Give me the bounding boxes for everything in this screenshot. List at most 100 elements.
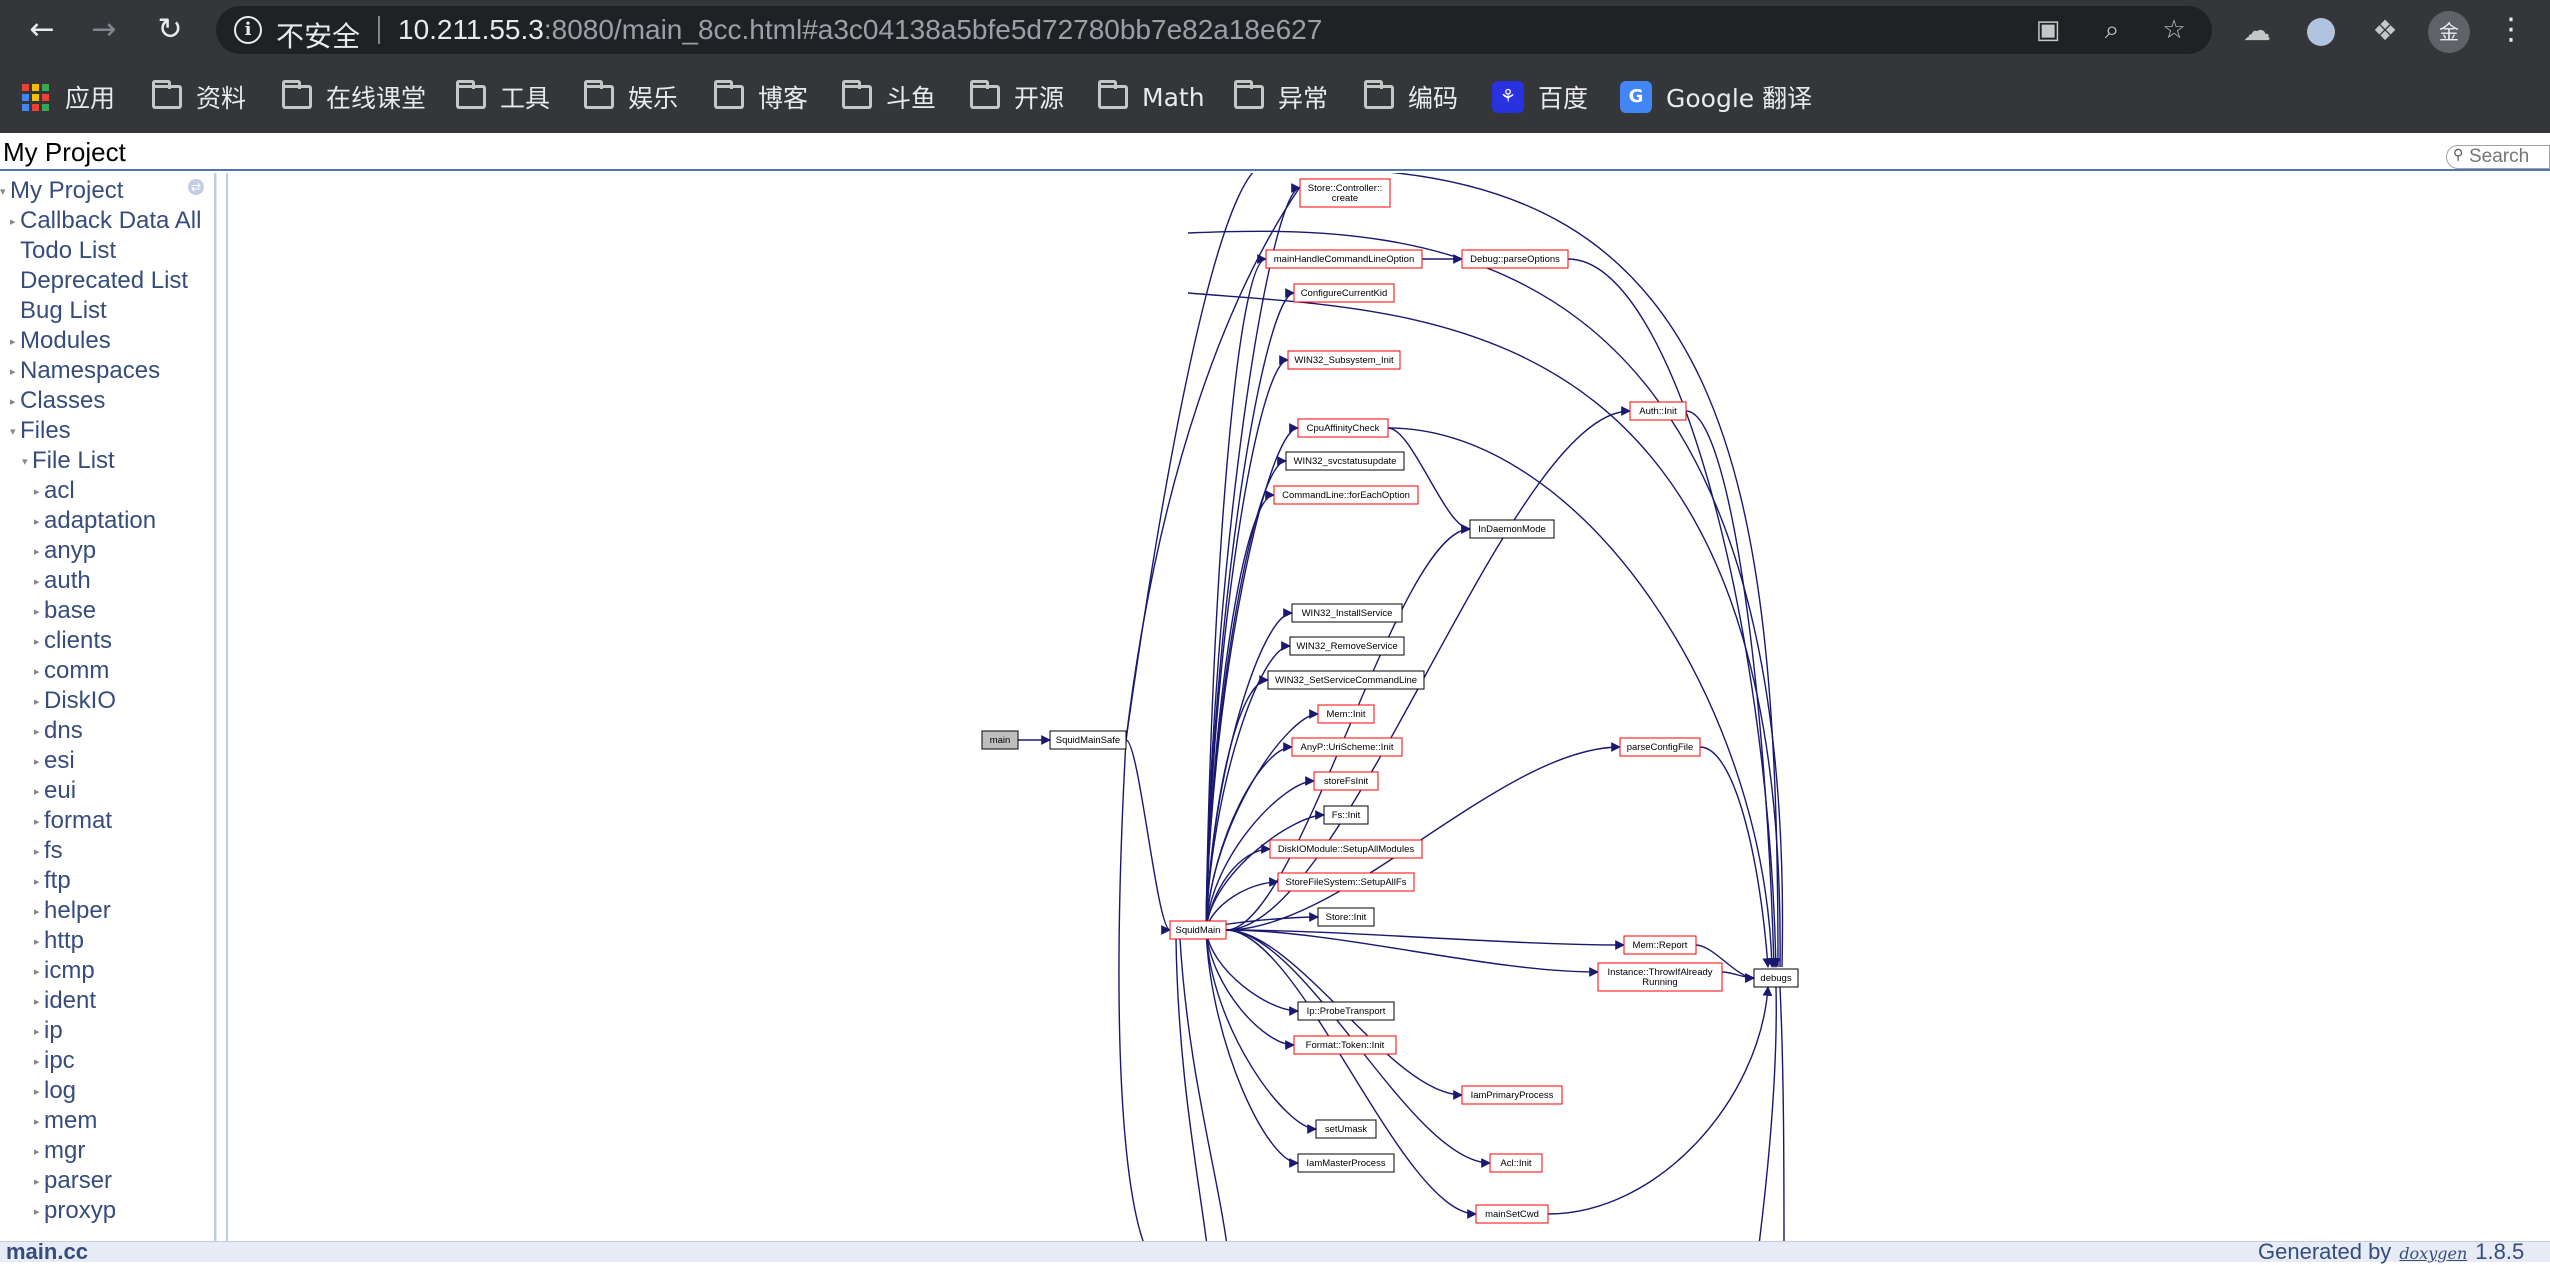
- star-icon[interactable]: ☆: [2162, 15, 2186, 45]
- translate-icon[interactable]: ▣: [2035, 15, 2061, 45]
- nav-tree-item[interactable]: ▸Modules: [10, 327, 111, 355]
- bookmark-4[interactable]: 娱乐: [584, 75, 678, 119]
- collapsed-arrow-icon[interactable]: ▸: [34, 996, 40, 1009]
- graph-node[interactable]: IamPrimaryProcess: [1461, 1085, 1563, 1105]
- zoom-icon[interactable]: ⌕: [2104, 15, 2120, 45]
- url-text[interactable]: 10.211.55.3:8080/main_8cc.html#a3c04138a…: [398, 14, 1322, 46]
- bookmark-1[interactable]: 资料: [152, 75, 246, 119]
- graph-node[interactable]: mainHandleCommandLineOption: [1265, 249, 1423, 269]
- bookmark-7[interactable]: 开源: [970, 75, 1064, 119]
- bookmark-6[interactable]: 斗鱼: [842, 75, 936, 119]
- address-bar[interactable]: i 不安全 10.211.55.3:8080/main_8cc.html#a3c…: [216, 6, 2212, 54]
- collapsed-arrow-icon[interactable]: ▸: [34, 1086, 40, 1099]
- nav-tree-item[interactable]: ▸format: [34, 807, 112, 835]
- collapsed-arrow-icon[interactable]: ▸: [34, 576, 40, 589]
- graph-node[interactable]: AnyP::UriScheme::Init: [1291, 737, 1403, 757]
- collapsed-arrow-icon[interactable]: ▸: [34, 876, 40, 889]
- bookmark-3[interactable]: 工具: [456, 75, 550, 119]
- collapsed-arrow-icon[interactable]: ▸: [34, 666, 40, 679]
- nav-tree-item[interactable]: ▸base: [34, 597, 96, 625]
- nav-tree-item[interactable]: ▸mgr: [34, 1137, 85, 1165]
- nav-tree-item[interactable]: ▾File List: [22, 447, 115, 475]
- nav-tree-item[interactable]: ▸mem: [34, 1107, 97, 1135]
- nav-tree-item[interactable]: ▾Files: [10, 417, 71, 445]
- menu-icon[interactable]: ⋮: [2496, 12, 2526, 47]
- back-icon[interactable]: ←: [29, 12, 55, 47]
- graph-node[interactable]: debugs: [1753, 968, 1799, 988]
- graph-node[interactable]: Fs::Init: [1323, 805, 1369, 825]
- graph-node[interactable]: Acl::Init: [1489, 1153, 1543, 1173]
- nav-tree-item[interactable]: Bug List: [10, 297, 107, 325]
- nav-tree-item[interactable]: ▾My Project: [0, 177, 123, 205]
- nav-tree-item[interactable]: ▸DiskIO: [34, 687, 116, 715]
- collapsed-arrow-icon[interactable]: ▸: [34, 1026, 40, 1039]
- nav-tree-item[interactable]: ▸adaptation: [34, 507, 156, 535]
- nav-tree-item[interactable]: ▸Namespaces: [10, 357, 160, 385]
- profile-avatar[interactable]: 金: [2428, 11, 2470, 53]
- collapsed-arrow-icon[interactable]: ▸: [34, 636, 40, 649]
- bookmark-11[interactable]: ⚘百度: [1492, 75, 1588, 119]
- collapsed-arrow-icon[interactable]: ▸: [34, 726, 40, 739]
- forward-icon[interactable]: →: [91, 12, 117, 47]
- graph-node[interactable]: SquidMainSafe: [1049, 730, 1127, 750]
- graph-node[interactable]: InDaemonMode: [1469, 519, 1555, 539]
- collapsed-arrow-icon[interactable]: ▸: [34, 696, 40, 709]
- graph-node[interactable]: WIN32_svcstatusupdate: [1285, 451, 1405, 471]
- reload-icon[interactable]: ↻: [157, 12, 183, 47]
- bookmark-2[interactable]: 在线课堂: [282, 75, 426, 119]
- graph-node[interactable]: Mem::Report: [1623, 935, 1697, 955]
- bookmark-9[interactable]: 异常: [1234, 75, 1328, 119]
- graph-node[interactable]: storeFsInit: [1313, 771, 1379, 791]
- nav-tree-item[interactable]: ▸log: [34, 1077, 76, 1105]
- nav-tree-item[interactable]: ▸esi: [34, 747, 75, 775]
- expanded-arrow-icon[interactable]: ▾: [0, 186, 6, 199]
- graph-node[interactable]: StoreFileSystem::SetupAllFs: [1277, 872, 1415, 892]
- collapsed-arrow-icon[interactable]: ▸: [10, 336, 16, 349]
- graph-node[interactable]: mainSetCwd: [1475, 1204, 1549, 1224]
- graph-node[interactable]: parseConfigFile: [1619, 737, 1701, 757]
- graph-node[interactable]: Format::Token::Init: [1293, 1035, 1397, 1055]
- bookmark-0[interactable]: 应用: [22, 75, 115, 119]
- nav-tree-item[interactable]: ▸dns: [34, 717, 83, 745]
- nav-tree-item[interactable]: ▸ftp: [34, 867, 71, 895]
- nav-tree-item[interactable]: Todo List: [10, 237, 116, 265]
- nav-tree-item[interactable]: ▸clients: [34, 627, 112, 655]
- split-bar[interactable]: [216, 173, 228, 1241]
- graph-node[interactable]: Store::Controller::: [1299, 178, 1391, 208]
- search-icon[interactable]: ⚲: [2453, 147, 2464, 163]
- nav-tree-item[interactable]: ▸http: [34, 927, 84, 955]
- cloud-extension-icon[interactable]: ☁: [2243, 14, 2271, 47]
- graph-node[interactable]: Debug::parseOptions: [1461, 249, 1569, 269]
- nav-tree-item[interactable]: ▸Classes: [10, 387, 105, 415]
- graph-node[interactable]: main: [981, 730, 1019, 750]
- nav-path-file[interactable]: main.cc: [6, 1239, 88, 1264]
- graph-node[interactable]: setUmask: [1315, 1119, 1377, 1139]
- collapsed-arrow-icon[interactable]: ▸: [10, 396, 16, 409]
- bookmark-8[interactable]: Math: [1098, 75, 1205, 119]
- nav-tree-item[interactable]: ▸helper: [34, 897, 111, 925]
- collapsed-arrow-icon[interactable]: ▸: [34, 846, 40, 859]
- nav-tree-item[interactable]: ▸ip: [34, 1017, 63, 1045]
- collapsed-arrow-icon[interactable]: ▸: [34, 516, 40, 529]
- nav-tree-item[interactable]: Deprecated List: [10, 267, 188, 295]
- nav-tree-item[interactable]: ▸parser: [34, 1167, 112, 1195]
- sync-icon[interactable]: ⇄: [188, 179, 204, 195]
- graph-node[interactable]: Auth::Init: [1629, 401, 1687, 421]
- nav-tree-item[interactable]: ▸acl: [34, 477, 75, 505]
- nav-tree-item[interactable]: ▸auth: [34, 567, 91, 595]
- nav-tree-item[interactable]: ▸ident: [34, 987, 96, 1015]
- nav-tree-item[interactable]: ▸fs: [34, 837, 63, 865]
- nav-tree-item[interactable]: ▸proxyp: [34, 1197, 116, 1225]
- expanded-arrow-icon[interactable]: ▾: [22, 456, 28, 469]
- bookmark-5[interactable]: 博客: [714, 75, 808, 119]
- collapsed-arrow-icon[interactable]: ▸: [34, 1056, 40, 1069]
- doxygen-logo-link[interactable]: doxygen: [2399, 1244, 2468, 1263]
- graph-node[interactable]: WIN32_SetServiceCommandLine: [1267, 670, 1425, 690]
- nav-tree-item[interactable]: ▸icmp: [34, 957, 95, 985]
- collapsed-arrow-icon[interactable]: ▸: [34, 816, 40, 829]
- nav-tree-item[interactable]: ▸Callback Data All: [10, 207, 201, 235]
- graph-node[interactable]: ConfigureCurrentKid: [1293, 283, 1395, 303]
- graph-node[interactable]: Store::Init: [1317, 907, 1375, 927]
- graph-node[interactable]: CpuAffinityCheck: [1297, 418, 1389, 438]
